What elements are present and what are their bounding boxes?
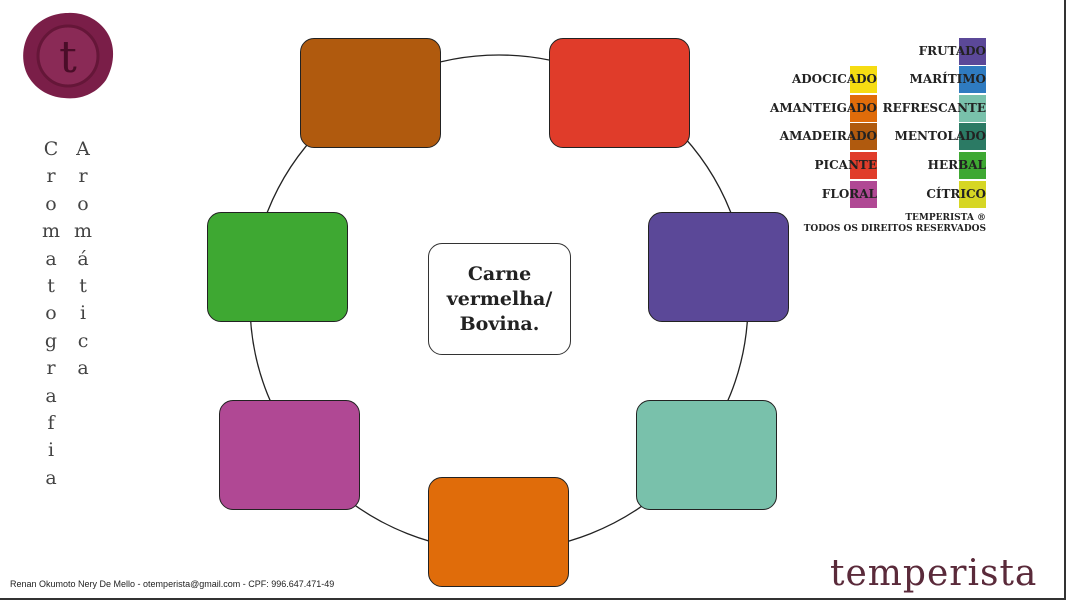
legend-label: MARÍTIMO xyxy=(909,72,986,86)
legend-label: CÍTRICO xyxy=(926,187,986,201)
legend-swatch-cítrico xyxy=(959,181,986,208)
legend-swatch-herbal xyxy=(959,152,986,179)
legend-swatch-frutado xyxy=(959,38,986,65)
vertical-letter: r xyxy=(78,165,88,188)
vertical-letter: m xyxy=(74,220,93,243)
rights-line-2: TODOS OS DIREITOS RESERVADOS xyxy=(803,224,986,234)
legend-label: AMADEIRADO xyxy=(779,129,877,143)
vertical-letter: i xyxy=(79,302,87,325)
center-line-1: Carne xyxy=(467,262,532,285)
vertical-letter: t xyxy=(47,275,55,298)
vertical-letter: m xyxy=(42,220,61,243)
brand-logo-text: temperista xyxy=(830,553,1038,594)
vertical-letter: A xyxy=(76,138,90,160)
vertical-letter: r xyxy=(46,165,56,188)
rights-notice: TEMPERISTA ® TODOS OS DIREITOS RESERVADO… xyxy=(804,213,986,235)
wheel-box-picante xyxy=(549,38,690,148)
legend-swatch-amadeirado xyxy=(850,123,877,150)
footer-contact: Renan Okumoto Nery De Mello - otemperist… xyxy=(10,579,335,589)
vertical-letter: r xyxy=(46,357,56,380)
wheel-box-herbal xyxy=(207,212,348,322)
legend-label: PICANTE xyxy=(814,158,877,172)
vertical-letter: a xyxy=(77,357,89,380)
wheel-box-floral xyxy=(219,400,360,510)
legend-swatch-mentolado xyxy=(959,123,986,150)
vertical-letter: a xyxy=(45,384,57,407)
legend-swatch-adocicado xyxy=(850,66,877,93)
center-line-2: vermelha/ xyxy=(446,287,553,310)
vertical-letter: o xyxy=(77,192,89,215)
wheel-box-amadeirado xyxy=(300,38,441,148)
legend-swatch-amanteigado xyxy=(850,95,877,122)
wheel-box-refrescante xyxy=(636,400,777,510)
vertical-letter: a xyxy=(45,247,57,270)
rights-line-1: TEMPERISTA ® xyxy=(905,213,986,223)
vertical-letter: a xyxy=(45,466,57,489)
vertical-letter: á xyxy=(77,247,89,270)
vertical-letter: o xyxy=(45,302,57,325)
legend-swatch-marítimo xyxy=(959,66,986,93)
legend-label: HERBAL xyxy=(927,158,986,172)
legend-label: REFRESCANTE xyxy=(882,101,986,115)
legend-label: MENTOLADO xyxy=(894,129,986,143)
legend-swatch-floral xyxy=(850,181,877,208)
center-food-label: Carne vermelha/ Bovina. xyxy=(428,243,571,355)
wax-seal-logo: t xyxy=(23,12,114,99)
vertical-letter: g xyxy=(44,329,58,352)
vertical-letter: t xyxy=(79,275,87,298)
legend-swatch-picante xyxy=(850,152,877,179)
wheel-box-amanteigado xyxy=(428,477,569,587)
vertical-letter: i xyxy=(47,439,55,462)
wheel-box-frutado xyxy=(648,212,789,322)
legend-label: AMANTEIGADO xyxy=(770,101,877,115)
legend-swatch-refrescante xyxy=(959,95,986,122)
legend-label: ADOCICADO xyxy=(791,72,877,86)
vertical-letter: o xyxy=(45,192,57,215)
center-line-3: Bovina. xyxy=(459,312,540,335)
vertical-letter: f xyxy=(47,412,55,435)
legend-label: FLORAL xyxy=(821,187,877,201)
vertical-letter: C xyxy=(43,138,59,160)
legend-label: FRUTADO xyxy=(918,44,986,58)
svg-text:t: t xyxy=(59,32,77,83)
vertical-letter: c xyxy=(77,329,89,352)
